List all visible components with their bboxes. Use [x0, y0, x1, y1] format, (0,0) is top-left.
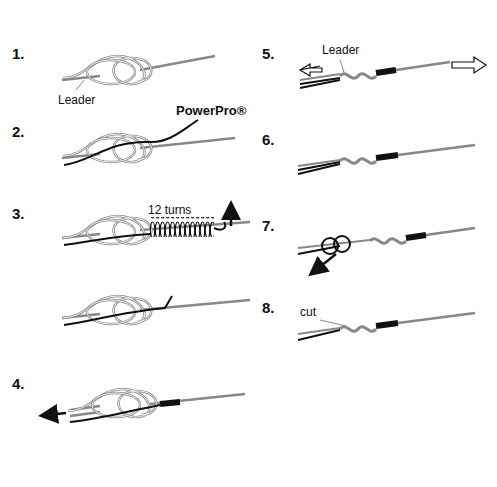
step-number: 7.	[262, 218, 275, 235]
step-5	[300, 57, 486, 88]
step-number: 1.	[12, 46, 25, 63]
step-number: 6.	[262, 132, 275, 149]
step-number: 5.	[262, 46, 275, 63]
brand-label: PowerPro®	[176, 104, 246, 118]
step-1	[62, 56, 215, 90]
part-label: Leader	[322, 44, 359, 57]
step-7	[298, 228, 475, 270]
step-3b	[62, 296, 250, 325]
part-label: Leader	[58, 94, 95, 107]
turns-note: 12 turns	[148, 204, 191, 217]
step-number: 3.	[12, 206, 25, 223]
step-number: 4.	[12, 376, 25, 393]
step-4	[48, 389, 245, 422]
step-8	[298, 313, 475, 340]
step-number: 2.	[12, 124, 25, 141]
cut-label: cut	[300, 306, 316, 319]
step-6	[298, 145, 475, 174]
step-number: 8.	[262, 300, 275, 317]
step-2	[62, 120, 235, 165]
